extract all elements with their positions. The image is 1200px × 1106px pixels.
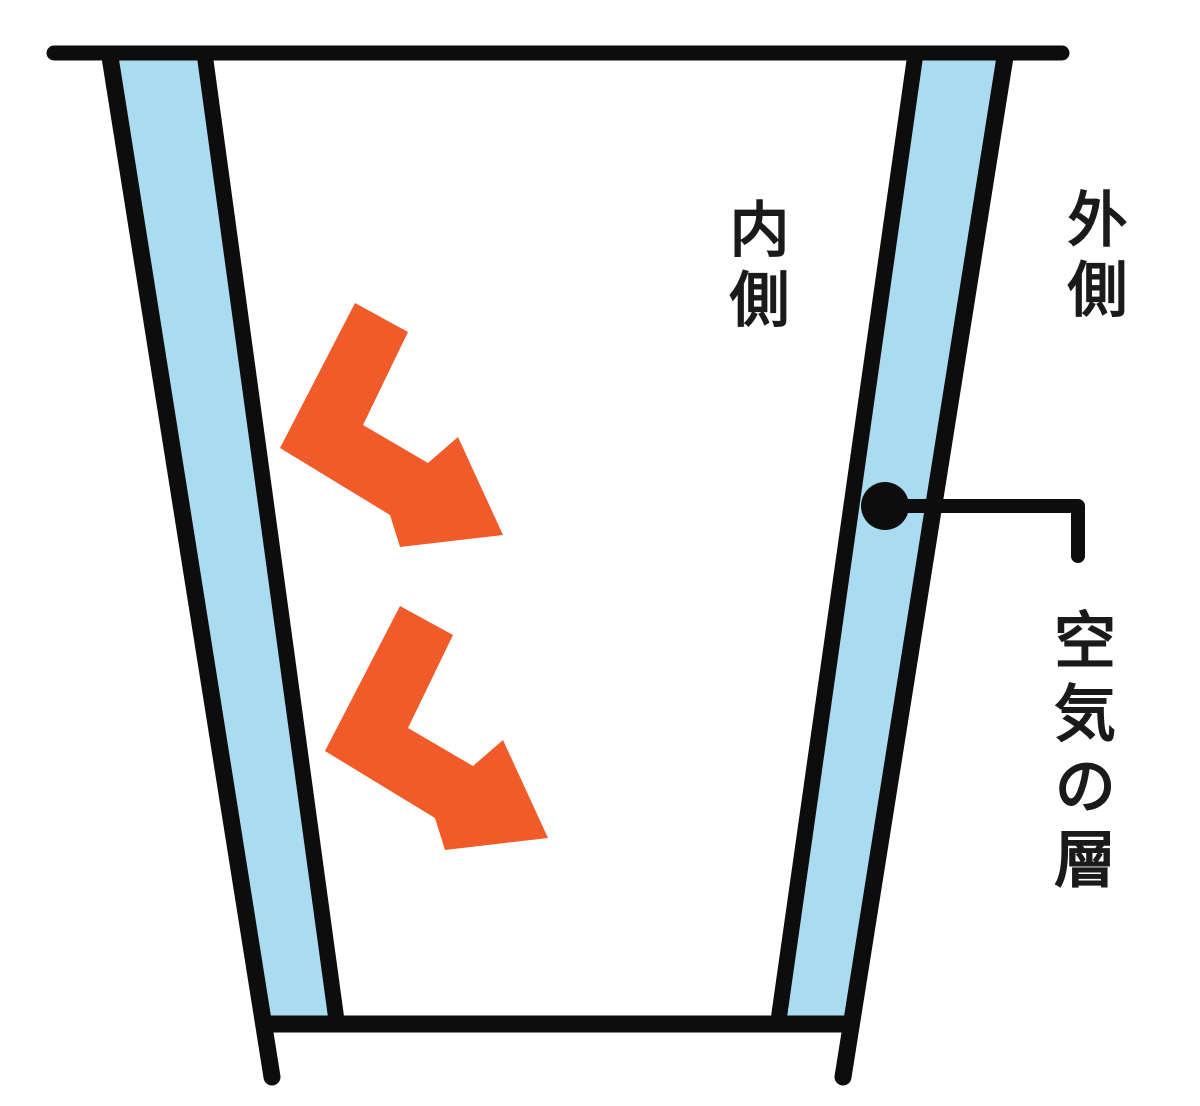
air-layer-left-fill — [112, 53, 336, 1024]
callout-line — [878, 499, 1085, 563]
label-outer-side: 外側 — [1059, 188, 1126, 328]
heat-arrows — [280, 303, 548, 850]
inner-wall-left — [197, 49, 345, 1032]
outer-wall-right — [834, 48, 1014, 1086]
heat-arrow-upper-icon — [280, 303, 503, 547]
outer-wall-left — [101, 48, 281, 1086]
air-layer-right-fill — [780, 53, 1003, 1024]
heat-arrow-lower-icon — [325, 606, 548, 850]
label-inner-side: 内側 — [721, 198, 788, 338]
label-air-layer: 空気の層 — [1044, 608, 1113, 900]
inner-wall-right — [770, 49, 923, 1032]
callout-dot-icon — [861, 482, 909, 530]
air-layer-callout — [861, 482, 1085, 563]
